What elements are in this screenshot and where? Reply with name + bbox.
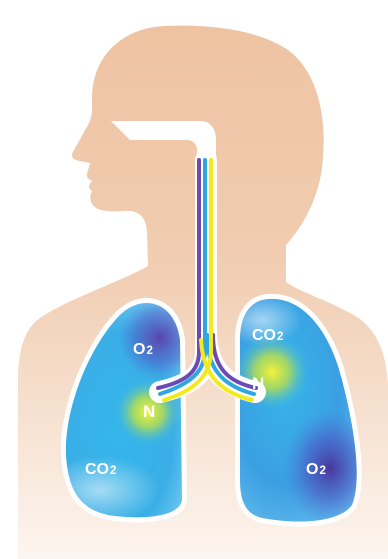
left-co2-label: CO2	[85, 462, 116, 478]
left-co2-sub: 2	[110, 465, 116, 477]
left-o2-base: O	[133, 341, 145, 358]
left-o2-label: O2	[133, 342, 153, 358]
left-co2-base: CO	[85, 461, 109, 478]
right-co2-label: CO2	[252, 328, 283, 344]
right-n-label: N	[252, 375, 264, 392]
left-n-text: N	[143, 402, 155, 421]
right-o2-label: O2	[306, 462, 326, 478]
left-o2-sub: 2	[146, 345, 152, 357]
right-co2-base: CO	[252, 327, 276, 344]
right-o2-base: O	[306, 461, 318, 478]
left-n-label: N	[143, 403, 155, 420]
right-n-text: N	[252, 374, 264, 393]
right-co2-sub: 2	[277, 331, 283, 343]
right-o2-sub: 2	[319, 465, 325, 477]
